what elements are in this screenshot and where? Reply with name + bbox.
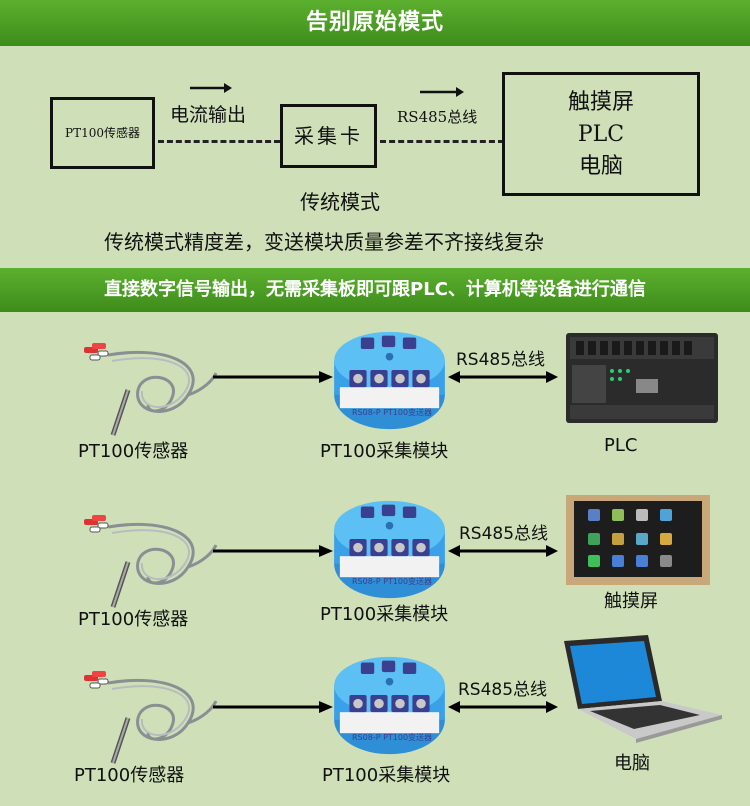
bidirectional-arrow-icon [447, 545, 559, 557]
system-row-plc: RS08-P PT100变送器 RS485总线 PT100传感器 PT100采集… [0, 325, 750, 462]
traditional-mode-title: 传统模式 [300, 190, 380, 214]
device-caption: 触摸屏 [604, 591, 658, 612]
device-caption: 电脑 [614, 753, 650, 774]
system-row-computer: RS08-P PT100变送器 RS485总线 PT100传感器 PT100采集… [0, 635, 750, 786]
module-caption: PT100采集模块 [320, 604, 449, 625]
bus-arrow-icon [420, 87, 464, 97]
module-print-text: RS08-P PT100变送器 [352, 408, 433, 417]
device-caption: PLC [604, 435, 638, 456]
target-computer-label: 电脑 [578, 154, 623, 179]
pt100-sensor-icon [78, 663, 218, 768]
laptop-computer-icon [564, 635, 722, 743]
rs485-bus-label: RS485总线 [458, 680, 548, 700]
plc-device-icon [566, 333, 718, 423]
dashed-line-card-target [380, 140, 504, 143]
acquisition-card-box: 采集卡 [280, 104, 377, 168]
acquisition-card-label: 采集卡 [294, 124, 363, 148]
current-output-label: 电流输出 [170, 104, 247, 126]
arrow-right-icon [212, 545, 334, 557]
module-caption: PT100采集模块 [320, 441, 449, 462]
traditional-mode-description: 传统模式精度差，变送模块质量参差不齐接线复杂 [104, 230, 544, 254]
sensor-box: PT100传感器 [50, 97, 155, 169]
sensor-label: PT100传感器 [65, 126, 140, 140]
module-print-text: RS08-P PT100变送器 [352, 733, 433, 742]
target-devices-box: 触摸屏 PLC 电脑 [502, 72, 700, 196]
bidirectional-arrow-icon [447, 701, 559, 713]
sensor-caption: PT100传感器 [78, 609, 189, 630]
target-plc-label: PLC [577, 122, 625, 147]
sensor-caption: PT100传感器 [78, 441, 189, 462]
pt100-sensor-icon [78, 507, 218, 612]
module-print-text: RS08-P PT100变送器 [352, 577, 433, 586]
arrow-right-icon [212, 371, 334, 383]
current-arrow-icon [190, 83, 232, 93]
pt100-sensor-icon [78, 335, 218, 440]
bidirectional-arrow-icon [447, 371, 559, 383]
banner-direct-digital-output: 直接数字信号输出，无需采集板即可跟PLC、计算机等设备进行通信 [0, 268, 750, 312]
banner-top-title: 告别原始模式 [0, 0, 750, 46]
rs485-bus-label: RS485总线 [456, 350, 546, 370]
module-caption: PT100采集模块 [322, 765, 451, 786]
system-row-touchscreen: RS08-P PT100变送器 RS485总线 PT100传感器 PT100采集… [0, 495, 750, 630]
dashed-line-sensor-card [158, 140, 280, 143]
target-touchscreen-label: 触摸屏 [567, 90, 634, 115]
touchscreen-device-icon [566, 495, 710, 585]
rs485-bus-label: RS485总线 [397, 108, 478, 126]
sensor-caption: PT100传感器 [74, 765, 185, 786]
rs485-bus-label: RS485总线 [459, 524, 549, 544]
arrow-right-icon [212, 701, 334, 713]
